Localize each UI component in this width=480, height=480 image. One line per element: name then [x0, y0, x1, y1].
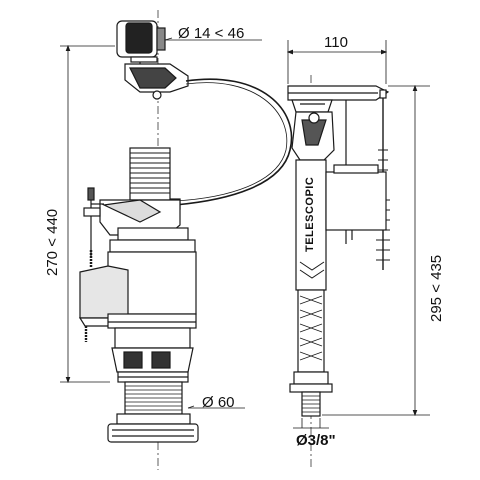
label-flush-height: 270 < 440	[44, 208, 61, 276]
fill-valve	[287, 75, 390, 470]
threaded-base	[107, 381, 199, 443]
push-button	[116, 20, 166, 74]
flush-valve	[78, 10, 293, 470]
dim-fill-width	[286, 40, 388, 84]
dim-flush-height	[60, 44, 115, 384]
fill-valve-cap	[287, 85, 390, 113]
valve-housing	[78, 251, 197, 342]
fill-valve-float	[325, 164, 387, 240]
label-fill-width: 110	[324, 34, 348, 51]
label-thread-diameter: Ø3/8"	[296, 432, 336, 449]
dim-fill-height	[322, 84, 430, 417]
ribbed-tube	[129, 147, 171, 201]
brand-text: TELESCOPIC	[304, 176, 316, 252]
dim-thread-diameter	[293, 418, 329, 429]
dim-base-diameter	[187, 405, 245, 409]
label-fill-height: 295 < 435	[428, 254, 445, 322]
fill-valve-tube	[295, 159, 327, 291]
label-base-diameter: Ø 60	[202, 394, 235, 411]
valve-seal	[111, 327, 194, 383]
valve-upper-body	[83, 187, 196, 268]
telescopic-tube	[289, 289, 333, 417]
dim-button-diameter	[164, 37, 262, 41]
label-button-diameter: Ø 14 < 46	[178, 25, 245, 42]
fill-valve-head	[291, 111, 335, 161]
